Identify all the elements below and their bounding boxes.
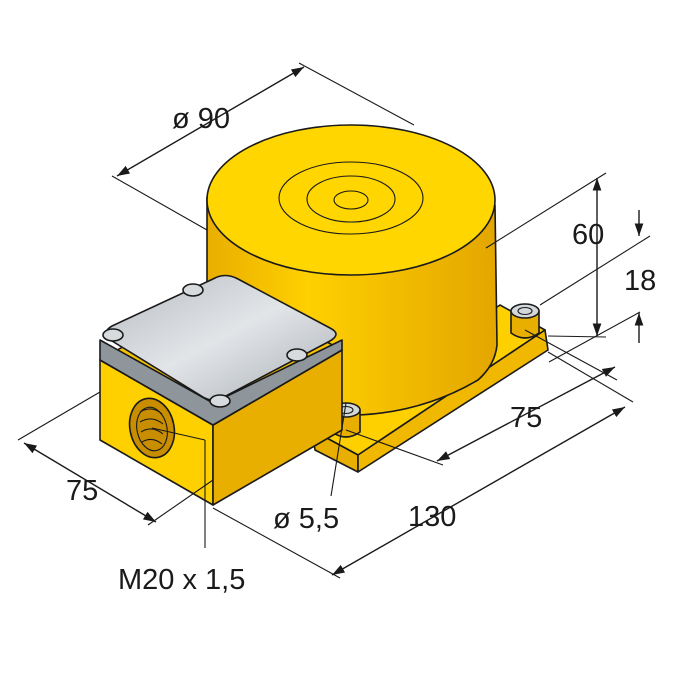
dimension-label-height-18: 18 <box>624 265 656 297</box>
dimension-width-75-left: 75 <box>17 391 214 526</box>
dimension-label-length-130: 130 <box>408 501 456 533</box>
dimension-length-130: 130 <box>212 351 634 579</box>
dimension-label-diameter-90: ø 90 <box>172 103 230 135</box>
dimension-label-thread: M20 x 1,5 <box>118 564 245 596</box>
terminal-box-lid <box>99 274 343 426</box>
dimension-height-18: 18 <box>539 210 656 363</box>
dimension-thread: M20 x 1,5 <box>118 427 245 596</box>
dimension-label-width-75-left: 75 <box>66 475 98 507</box>
dimension-label-width-75-right: 75 <box>510 402 542 434</box>
dimension-label-height-60: 60 <box>572 219 604 251</box>
lid-screw <box>102 283 308 408</box>
dimension-hole-diameter: ø 5,5 <box>273 402 347 535</box>
dimension-height-60: 60 <box>485 172 607 338</box>
mounting-screw-right <box>510 303 540 339</box>
cylinder-top-face <box>206 124 496 276</box>
dimension-diameter-90: ø 90 <box>111 62 415 231</box>
dimension-label-hole-diameter: ø 5,5 <box>273 503 339 535</box>
